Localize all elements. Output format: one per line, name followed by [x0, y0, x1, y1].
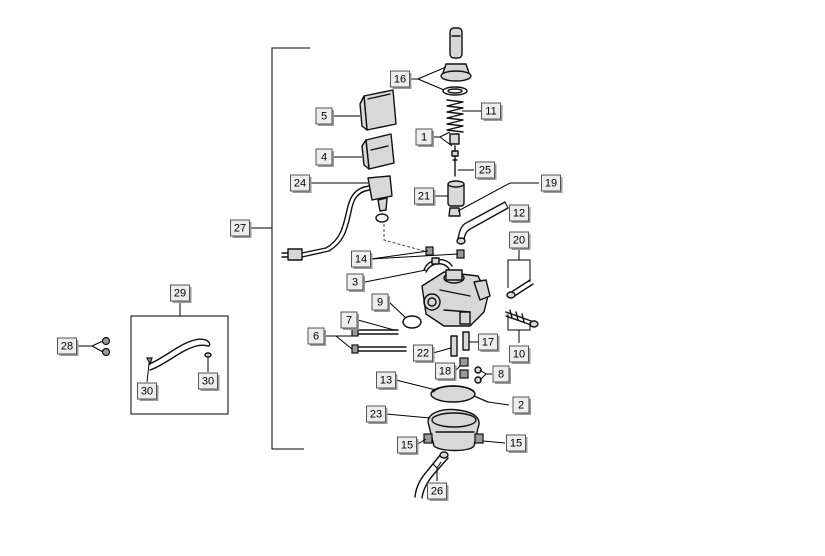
- callout-2: 2: [512, 396, 531, 415]
- callout-number: 18: [439, 366, 451, 378]
- callout-number: 9: [377, 297, 383, 309]
- long-screws-part: [351, 327, 407, 354]
- leader-lines: [78, 66, 539, 481]
- callout-16: 16: [390, 70, 412, 89]
- callout-number: 22: [417, 348, 429, 360]
- clamp-part: [423, 257, 453, 273]
- callout-7: 7: [340, 311, 359, 330]
- callout-22: 22: [413, 344, 435, 363]
- callout-number: 21: [418, 191, 430, 203]
- choke-cover-top-part: [359, 89, 397, 131]
- callout-27: 27: [230, 219, 252, 238]
- callout-14: 14: [351, 250, 373, 269]
- callout-number: 30: [141, 386, 153, 398]
- callout-number: 13: [380, 375, 392, 387]
- callout-30: 30: [137, 382, 159, 401]
- callout-number: 23: [370, 409, 382, 421]
- callout-labels: 1234567891011121314151617181920212223242…: [57, 70, 563, 501]
- needle-clip-part: [449, 133, 460, 145]
- callout-29: 29: [170, 284, 192, 303]
- callout-25: 25: [475, 161, 497, 180]
- callout-number: 17: [482, 337, 494, 349]
- callout-number: 29: [174, 288, 186, 300]
- callout-13: 13: [376, 371, 398, 390]
- callout-number: 14: [355, 254, 367, 266]
- callout-17: 17: [478, 333, 500, 352]
- callout-11: 11: [481, 102, 503, 121]
- callout-6: 6: [307, 327, 326, 346]
- drain-hose-part: [414, 451, 449, 499]
- callout-number: 20: [513, 235, 525, 247]
- needle-part: [451, 145, 459, 177]
- callout-number: 15: [401, 440, 413, 452]
- callout-18: 18: [435, 362, 457, 381]
- kit-box: [130, 302, 229, 415]
- spring-part: [446, 99, 464, 133]
- callout-15: 15: [506, 434, 528, 453]
- callout-number: 16: [394, 74, 406, 86]
- callout-number: 25: [479, 165, 491, 177]
- choke-cover-part: [361, 133, 395, 170]
- callout-number: 19: [545, 178, 557, 190]
- small-jet-part: [448, 207, 461, 217]
- callout-4: 4: [315, 148, 334, 167]
- callout-number: 15: [510, 438, 522, 450]
- callout-number: 27: [234, 223, 246, 235]
- kit-nuts-part: [101, 336, 111, 357]
- callout-number: 10: [513, 349, 525, 361]
- carburetor-body-part: [421, 269, 491, 327]
- callout-number: 8: [498, 369, 504, 381]
- callout-number: 2: [518, 400, 524, 412]
- slide-part: [447, 180, 465, 207]
- callout-9: 9: [371, 293, 390, 312]
- callout-24: 24: [290, 174, 312, 193]
- callout-3: 3: [346, 273, 365, 292]
- float-bowl-part: [427, 408, 480, 452]
- bowl-screws-part: [423, 433, 484, 444]
- callout-number: 11: [485, 106, 496, 118]
- vent-hose-part: [456, 201, 509, 245]
- callout-number: 4: [321, 152, 327, 164]
- callout-26: 26: [427, 482, 449, 501]
- callout-12: 12: [509, 204, 531, 223]
- parts-drawings: [101, 27, 539, 499]
- adjust-screws-part: [505, 279, 539, 328]
- cap-nut-part: [440, 63, 472, 96]
- callout-21: 21: [414, 187, 436, 206]
- callout-15: 15: [397, 436, 419, 455]
- callout-number: 30: [202, 376, 214, 388]
- callout-number: 6: [313, 331, 319, 343]
- callout-28: 28: [57, 337, 79, 356]
- callout-30: 30: [198, 372, 220, 391]
- callout-number: 5: [321, 111, 327, 123]
- callout-20: 20: [509, 231, 531, 250]
- callout-23: 23: [366, 405, 388, 424]
- callout-number: 3: [352, 277, 358, 289]
- callout-1: 1: [415, 128, 434, 147]
- callout-5: 5: [315, 107, 334, 126]
- callout-10: 10: [509, 345, 531, 364]
- callout-number: 7: [346, 315, 352, 327]
- screws-part: [425, 246, 465, 259]
- callout-number: 1: [421, 132, 427, 144]
- small-nuts-part: [474, 366, 482, 384]
- float-part: [430, 385, 489, 403]
- jets-part: [450, 331, 470, 379]
- auto-choke-part: [281, 175, 393, 261]
- callout-19: 19: [541, 174, 563, 193]
- assembly-bracket: [249, 47, 310, 450]
- callout-8: 8: [492, 365, 511, 384]
- callout-number: 26: [431, 486, 443, 498]
- callout-number: 12: [513, 208, 525, 220]
- top-cap-part: [449, 27, 463, 59]
- o-ring-part: [402, 315, 422, 329]
- callout-number: 24: [294, 178, 306, 190]
- callout-number: 28: [61, 341, 73, 353]
- kit-hose-part: [146, 338, 212, 371]
